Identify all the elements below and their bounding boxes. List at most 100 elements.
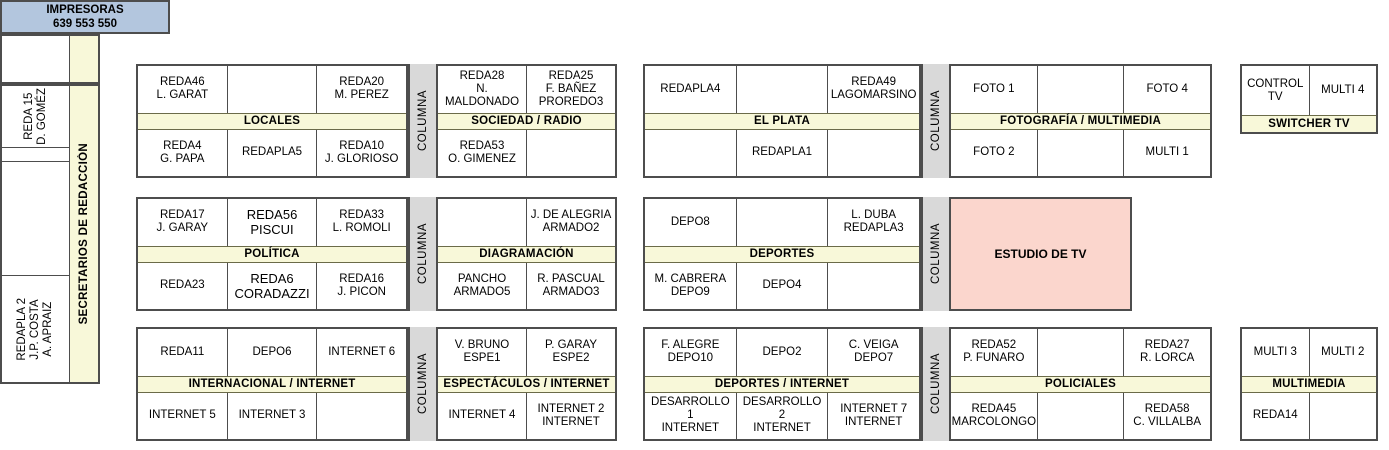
espectaculos-bottom-cell-1[interactable]: INTERNET 2 INTERNET [537, 402, 605, 428]
block-estudio-de-tv[interactable]: ESTUDIO DE TV [951, 197, 1132, 311]
internacional-bottom-cell-2[interactable] [317, 393, 406, 440]
locales-bottom-cell-0[interactable]: REDA4 G. PAPA [138, 129, 228, 176]
sociedad-bottom-cell-1[interactable] [527, 130, 615, 177]
group-elplata-fotografia: REDAPLA4 REDA49 LAGOMARSINO EL PLATA RED… [643, 64, 1212, 178]
espectaculos-top-cell-1[interactable]: P. GARAY ESPE2 [545, 339, 597, 365]
switcher-top-cell-0[interactable]: CONTROL TV [1242, 66, 1310, 115]
sociedad-top-row: REDA28 N. MALDONADO REDA25 F. BAÑEZ PROR… [438, 66, 615, 113]
deportes-top-cell-1[interactable] [737, 199, 829, 246]
diagramacion-bottom-cell-1[interactable]: R. PASCUAL ARMADO3 [537, 272, 605, 298]
internacional-top-cell-0[interactable]: REDA11 [138, 329, 228, 376]
block-diagramacion: J. DE ALEGRIA ARMADO2 DIAGRAMACIÓN PANCH… [438, 197, 617, 311]
columna-label-1: COLUMNA [417, 90, 429, 152]
elplata-top-cell-2[interactable]: REDA49 LAGOMARSINO [830, 76, 917, 102]
elplata-top-cell-0[interactable]: REDAPLA4 [645, 66, 737, 113]
diagramacion-top-cell-0[interactable] [438, 199, 527, 246]
elplata-bottom-cell-1[interactable]: REDAPLA1 [737, 129, 829, 176]
block-fotografia-multimedia: FOTO 1 FOTO 4 FOTOGRAFÍA / MULTIMEDIA FO… [951, 64, 1212, 178]
fotografia-bottom-cell-1[interactable] [1038, 129, 1125, 176]
switcher-top-cell-1[interactable]: MULTI 4 [1321, 84, 1365, 96]
internacional-top-cell-1[interactable]: DEPO6 [228, 329, 318, 376]
politica-top-cell-2[interactable]: REDA33 L. ROMOLI [332, 209, 391, 235]
locales-bottom-cell-1[interactable]: REDAPLA5 [228, 129, 318, 176]
policiales-bottom-cell-1[interactable] [1038, 392, 1125, 439]
policiales-bottom-cell-0[interactable]: REDA45 MARCOLONGO [951, 392, 1038, 439]
columna-strip-5: COLUMNA [408, 327, 438, 441]
politica-top-cell-0[interactable]: REDA17 J. GARAY [138, 199, 228, 246]
columna-strip-6: COLUMNA [921, 327, 951, 441]
politica-bottom-cell-0[interactable]: REDA23 [138, 262, 228, 309]
deportesinternet-bottom-cell-0[interactable]: DESARROLLO 1 INTERNET [645, 392, 737, 439]
elplata-bottom-row: REDAPLA1 [645, 129, 919, 177]
deportesinternet-top-cell-1[interactable]: DEPO2 [737, 329, 829, 376]
sociedad-bottom-cell-0[interactable]: REDA53 O. GIMENEZ [438, 129, 527, 176]
fotografia-top-cell-1[interactable] [1038, 66, 1125, 113]
sidebar-top-pane [2, 36, 70, 82]
sidebar-secretarios-label: SECRETARIOS DE REDACCIÓN [77, 143, 90, 325]
deportes-bottom-cell-1[interactable]: DEPO4 [737, 262, 829, 309]
espectaculos-bottom-cell-0[interactable]: INTERNET 4 [438, 392, 527, 439]
diagramacion-bottom-cell-0[interactable]: PANCHO ARMADO5 [438, 262, 527, 309]
internacional-top-cell-2[interactable]: INTERNET 6 [328, 345, 396, 358]
deportesinternet-bottom-cell-2[interactable]: INTERNET 7 INTERNET [840, 402, 908, 428]
estudio-de-tv-label: ESTUDIO DE TV [994, 247, 1087, 261]
sidebar-cell-1 [2, 148, 69, 162]
policiales-top-cell-1[interactable] [1038, 329, 1125, 376]
deportesinternet-top-row: F. ALEGRE DEPO10 DEPO2 C. VEIGA DEPO7 [645, 329, 919, 376]
fotografia-bottom-cell-0[interactable]: FOTO 2 [951, 129, 1038, 176]
deportes-label: DEPORTES [645, 245, 919, 263]
deportesinternet-bottom-row: DESARROLLO 1 INTERNET DESARROLLO 2 INTER… [645, 392, 919, 439]
internacional-bottom-cell-0[interactable]: INTERNET 5 [138, 392, 228, 439]
multimedia-bottom-cell-0[interactable]: REDA14 [1242, 392, 1310, 439]
group-internacional-espectaculos: REDA11 DEPO6 INTERNET 6 INTERNACIONAL / … [136, 327, 617, 441]
locales-top-cell-2[interactable]: REDA20 M. PEREZ [334, 76, 389, 102]
espectaculos-bottom-row: INTERNET 4 INTERNET 2 INTERNET [438, 392, 615, 439]
fotografia-bottom-cell-2[interactable]: MULTI 1 [1145, 146, 1189, 159]
politica-top-cell-1[interactable]: REDA56 PISCUI [228, 199, 318, 246]
politica-bottom-cell-2[interactable]: REDA16 J. PICON [337, 272, 386, 298]
multimedia-label: MULTIMEDIA [1242, 375, 1376, 393]
group-deportesinternet-policiales: F. ALEGRE DEPO10 DEPO2 C. VEIGA DEPO7 DE… [643, 327, 1212, 441]
block-politica: REDA17 J. GARAY REDA56 PISCUI REDA33 L. … [136, 197, 408, 311]
internacional-bottom-row: INTERNET 5 INTERNET 3 [138, 392, 406, 440]
locales-top-row: REDA46 L. GARAT REDA20 M. PEREZ [138, 66, 406, 113]
deportesinternet-bottom-cell-1[interactable]: DESARROLLO 2 INTERNET [737, 392, 829, 439]
deportes-top-cell-0[interactable]: DEPO8 [645, 199, 737, 246]
sociedad-top-cell-1[interactable]: REDA25 F. BAÑEZ PROREDO3 [538, 69, 604, 108]
elplata-top-cell-1[interactable] [737, 66, 829, 113]
locales-top-cell-1[interactable] [228, 66, 318, 113]
deportesinternet-top-cell-0[interactable]: F. ALEGRE DEPO10 [645, 329, 737, 376]
block-internacional-internet: REDA11 DEPO6 INTERNET 6 INTERNACIONAL / … [136, 327, 408, 441]
deportesinternet-top-cell-2[interactable]: C. VEIGA DEPO7 [848, 339, 899, 365]
multimedia-top-cell-0[interactable]: MULTI 3 [1242, 329, 1310, 376]
deportes-bottom-cell-0[interactable]: M. CABRERA DEPO9 [645, 262, 737, 309]
fotografia-top-cell-2[interactable]: FOTO 4 [1146, 82, 1188, 95]
locales-bottom-cell-2[interactable]: REDA10 J. GLORIOSO [324, 139, 399, 165]
policiales-bottom-cell-2[interactable]: REDA58 C. VILLALBA [1133, 402, 1202, 428]
politica-bottom-cell-1[interactable]: REDA6 CORADAZZI [228, 262, 318, 309]
internacional-label: INTERNACIONAL / INTERNET [138, 375, 406, 393]
politica-top-row: REDA17 J. GARAY REDA56 PISCUI REDA33 L. … [138, 199, 406, 246]
policiales-top-row: REDA52 P. FUNARO REDA27 R. LORCA [951, 329, 1210, 376]
fotografia-top-cell-0[interactable]: FOTO 1 [951, 66, 1038, 113]
switcher-top-row: CONTROL TV MULTI 4 [1242, 66, 1376, 115]
internacional-bottom-cell-1[interactable]: INTERNET 3 [228, 392, 318, 439]
elplata-bottom-cell-2[interactable] [828, 130, 919, 177]
sidebar-top-empty-box [0, 34, 100, 84]
multimedia-top-cell-1[interactable]: MULTI 2 [1321, 345, 1365, 358]
policiales-label: POLICIALES [951, 375, 1210, 393]
policiales-top-cell-2[interactable]: REDA27 R. LORCA [1140, 339, 1195, 365]
locales-top-cell-0[interactable]: REDA46 L. GARAT [138, 66, 228, 113]
sociedad-top-cell-0[interactable]: REDA28 N. MALDONADO [438, 66, 527, 113]
deportes-top-cell-2[interactable]: L. DUBA REDAPLA3 [843, 209, 904, 235]
deportes-bottom-cell-2[interactable] [828, 263, 919, 310]
espectaculos-top-cell-0[interactable]: V. BRUNO ESPE1 [438, 329, 527, 376]
columna-label-3: COLUMNA [417, 223, 429, 285]
multimedia-bottom-cell-1[interactable] [1310, 393, 1377, 440]
elplata-bottom-cell-0[interactable] [645, 129, 737, 176]
sidebar-cell-0-label: REDA 15 D. GOMÉZ [22, 88, 48, 145]
columna-label-5: COLUMNA [417, 353, 429, 415]
fotografia-bottom-row: FOTO 2 MULTI 1 [951, 129, 1210, 176]
diagramacion-top-cell-1[interactable]: J. DE ALEGRIA ARMADO2 [530, 209, 612, 235]
policiales-top-cell-0[interactable]: REDA52 P. FUNARO [951, 329, 1038, 376]
